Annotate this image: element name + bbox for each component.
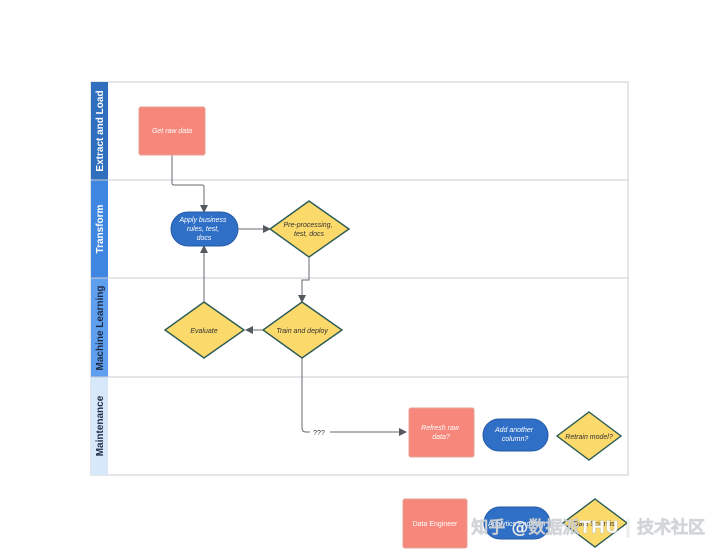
node-apply-rules[interactable] — [170, 211, 239, 247]
legend-data-scientist-label: Data Scientist — [573, 521, 616, 528]
node-refresh-raw[interactable] — [408, 407, 475, 458]
node-preprocessing[interactable] — [268, 200, 351, 258]
node-add-column[interactable] — [482, 418, 549, 452]
node-preprocessing-label: Pre-processing, test, docs — [284, 222, 335, 238]
edge-preprocessing-to-train — [298, 255, 310, 303]
legend-data-scientist — [561, 498, 629, 548]
node-retrain[interactable] — [555, 411, 623, 461]
node-train-deploy[interactable] — [261, 301, 344, 359]
node-evaluate[interactable] — [163, 301, 246, 359]
node-train-deploy-label: Train and deploy — [276, 328, 328, 335]
lane-header-transform — [91, 180, 108, 278]
lane-label-transform: Transform — [95, 204, 106, 253]
node-get-raw-data[interactable] — [138, 106, 206, 156]
lane-header-extract-load — [91, 82, 108, 180]
lane-header-machine-learning — [91, 278, 108, 377]
lane-header-maintenance — [91, 377, 108, 475]
legend-data-engineer-label: Data Engineer — [413, 521, 458, 528]
legend-data-engineer — [402, 498, 468, 549]
legend-analytics-engineer — [483, 506, 551, 540]
legend-analytics-engineer-label: Analytics Engineer — [488, 521, 547, 528]
lane-label-maintenance: Maintenance — [95, 395, 106, 456]
node-add-column-label: Add another column? — [494, 427, 535, 443]
lane-label-machine-learning: Machine Learning — [95, 285, 106, 370]
edge-label-unknown: ??? — [313, 430, 325, 437]
watermark: 知乎 @数据派THU | 技术社区 — [470, 517, 705, 538]
node-refresh-raw-label: Refresh raw data? — [421, 425, 461, 441]
edge-get-raw-to-apply-rules — [171, 155, 208, 213]
node-get-raw-data-label: Get raw data — [152, 128, 192, 135]
node-apply-rules-label: Apply business rules, test, docs — [178, 217, 228, 242]
node-evaluate-label: Evaluate — [190, 328, 217, 335]
edge-train-to-refresh — [301, 357, 406, 432]
lane-label-extract-load: Extract and Load — [95, 90, 106, 171]
node-retrain-label: Retrain model? — [565, 434, 613, 441]
